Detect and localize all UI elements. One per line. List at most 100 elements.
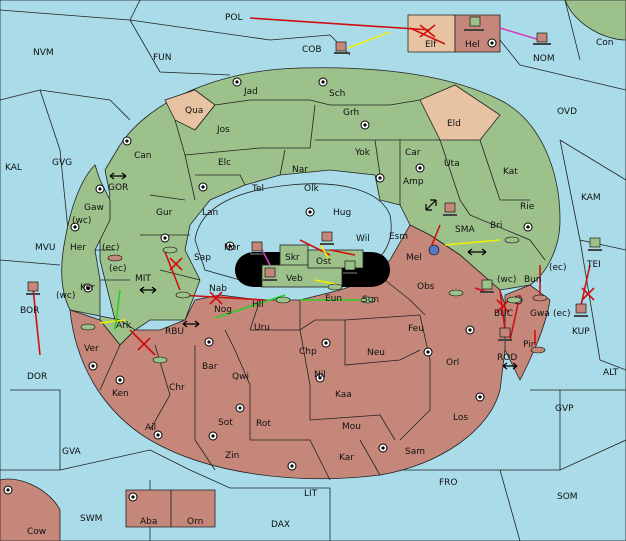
army-unit [263, 267, 277, 281]
label-jos: Jos [216, 125, 230, 135]
label-gvg: GVG [52, 158, 72, 168]
fleet-unit [162, 246, 178, 254]
label-chr: Chr [169, 383, 185, 393]
label-ec-1: (ec) [102, 243, 120, 253]
fleet-unit [275, 296, 291, 304]
army-unit [320, 231, 334, 245]
label-rie: Rie [520, 202, 535, 212]
label-mit: MIT [135, 274, 151, 284]
label-gvp: GVP [555, 404, 574, 414]
fleet-unit [152, 356, 168, 364]
sc-yok [375, 173, 385, 183]
sc-sot [235, 403, 245, 413]
army-unit [480, 279, 494, 293]
army-unit [443, 202, 457, 216]
sc-lit [287, 461, 297, 471]
label-kar: Kar [339, 453, 354, 463]
label-elc: Elc [218, 158, 231, 168]
fleet-unit [80, 323, 96, 331]
label-ark: Ark [116, 321, 132, 331]
label-sot: Sot [218, 418, 233, 428]
province-orn [170, 489, 216, 528]
label-elf: Elf [425, 40, 437, 50]
label-kal: KAL [5, 163, 22, 173]
label-pol: POL [225, 13, 243, 23]
label-ail: Ail [145, 423, 156, 433]
sc-chr [153, 430, 163, 440]
label-ver: Ver [84, 344, 99, 354]
army-unit [574, 303, 588, 317]
fleet-unit [532, 294, 548, 302]
units [26, 16, 602, 364]
sc-los [475, 392, 485, 402]
label-lit: LIT [304, 489, 318, 499]
label-fun: FUN [153, 53, 172, 63]
army-unit [498, 327, 512, 341]
army-unit [464, 16, 484, 31]
label-aba: Aba [140, 517, 157, 527]
sc-hug [305, 207, 315, 217]
label-qua: Qua [185, 106, 203, 116]
label-eun: Eun [325, 294, 342, 304]
label-nog: Nog [214, 305, 232, 315]
orders [32, 17, 591, 356]
label-qwi: Qwi [232, 372, 249, 382]
label-ec-4: (ec) [553, 309, 571, 319]
label-rot: Rot [256, 419, 271, 429]
label-pir: Pir [523, 340, 535, 350]
label-sch: Sch [329, 89, 345, 99]
sc-esm [465, 325, 475, 335]
label-tel: Tel [251, 184, 264, 194]
label-fro: FRO [439, 478, 458, 488]
label-gor: GOR [108, 183, 128, 193]
label-rod: ROD [497, 353, 517, 363]
supply-centers [3, 38, 533, 502]
label-veb: Veb [286, 274, 303, 284]
label-bri: Bri [490, 221, 502, 231]
fleet-unit [530, 346, 546, 354]
label-bun: Bun [524, 275, 542, 285]
label-ec-2: (ec) [109, 264, 127, 274]
sc-her [70, 222, 80, 232]
label-alt: ALT [603, 368, 619, 378]
label-ec-3: (ec) [549, 263, 567, 273]
label-wc-2: (wc) [56, 291, 75, 301]
label-can: Can [134, 151, 152, 161]
land-west-green [61, 164, 136, 346]
label-ken: Ken [112, 389, 129, 399]
label-ovd: OVD [557, 107, 577, 117]
sc-ken [115, 375, 125, 385]
label-orl: Orl [446, 358, 459, 368]
army-unit [250, 241, 264, 255]
sc-jad [232, 77, 242, 87]
label-neu: Neu [367, 348, 385, 358]
cut-marks [137, 24, 595, 351]
labels: POL NVM FUN COB Elf Hel NOM Con KAL GVG … [5, 13, 619, 537]
sc-aba [128, 492, 138, 502]
army-unit [588, 237, 602, 251]
sc-uta [415, 163, 425, 173]
fleet-unit [175, 291, 191, 299]
label-kor: Kor [80, 283, 95, 293]
label-mou: Mou [342, 422, 361, 432]
coast-passages [109, 172, 518, 370]
sc-sch [318, 77, 328, 87]
label-gva: GVA [62, 447, 82, 457]
label-mel: Mel [406, 253, 422, 263]
label-nab: Nab [209, 284, 227, 294]
label-som: SOM [557, 492, 578, 502]
fleet-unit [506, 296, 522, 304]
label-jad: Jad [243, 87, 258, 97]
label-amp: Amp [403, 177, 424, 187]
sc-sap [160, 233, 170, 243]
sc-zin [208, 431, 218, 441]
label-skr: Skr [285, 253, 300, 263]
fleet-unit [327, 283, 343, 291]
sc-kaa [315, 373, 325, 383]
label-cob: COB [302, 45, 322, 55]
sc-tel [198, 182, 208, 192]
sc-can [122, 136, 132, 146]
label-nom: NOM [533, 54, 555, 64]
label-her: Her [70, 243, 86, 253]
